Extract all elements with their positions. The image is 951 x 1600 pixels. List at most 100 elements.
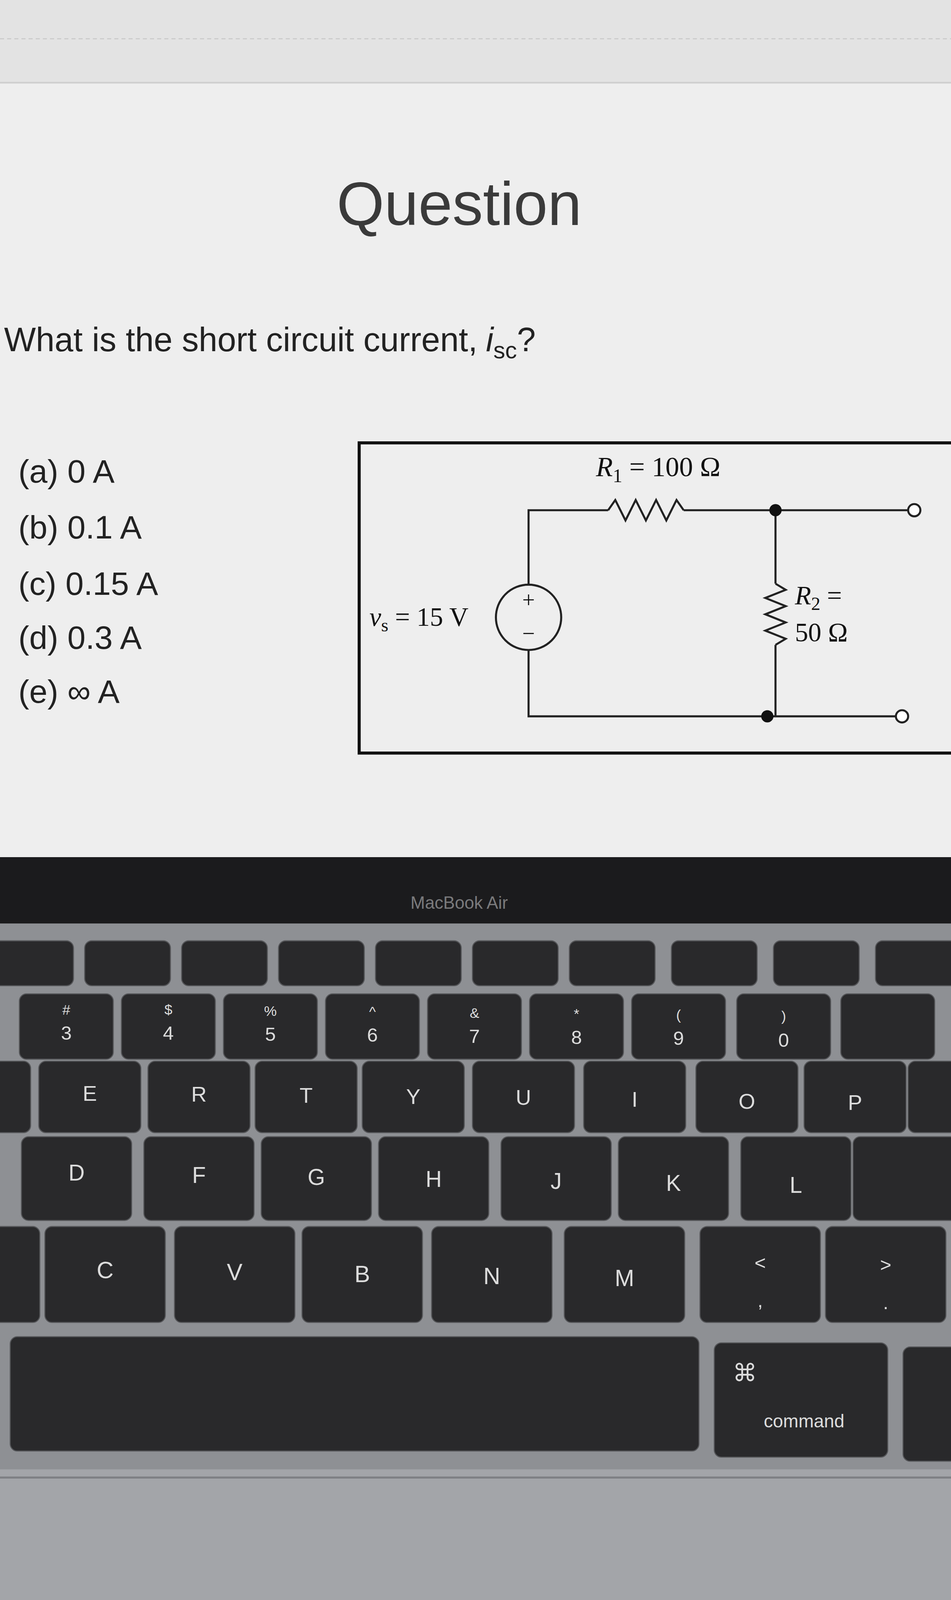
text-group: $ (164, 1002, 173, 1019)
text-group: What is the short circuit current,isc? (3, 321, 536, 359)
key-cap (0, 1226, 40, 1323)
resistor-symbol (608, 500, 684, 521)
key-cap (671, 941, 758, 986)
text-group: 7 (469, 1026, 480, 1048)
text-group: ) (781, 1008, 786, 1025)
text-group: U (515, 1086, 532, 1110)
text-group: F (192, 1162, 206, 1188)
text-group: 6 (367, 1025, 378, 1047)
key-cap (700, 1226, 821, 1323)
key-legend: P (847, 1090, 863, 1115)
key-legend: 9 (673, 1027, 684, 1050)
component-value: = (827, 581, 843, 611)
text-group: (e) ∞ A (18, 673, 120, 710)
component-value: 50 Ω (795, 617, 848, 647)
key-cap (740, 1137, 851, 1221)
text-group: command (763, 1411, 845, 1432)
key-cap (472, 1061, 575, 1133)
key-cap (362, 1061, 465, 1133)
key-cap (583, 1061, 686, 1133)
key-legend: < (754, 1252, 767, 1274)
text-group: (a) 0 A (18, 453, 115, 489)
key-legend: $ (164, 1001, 173, 1019)
text-group: K (666, 1171, 682, 1196)
key-cap (84, 941, 171, 986)
text-group: R2= (795, 581, 843, 611)
text-group: 9 (673, 1028, 684, 1050)
key-cap (529, 994, 624, 1060)
key-legend: * (573, 1006, 580, 1023)
key-legend: G (307, 1164, 326, 1190)
key-cap (840, 994, 935, 1060)
key-legend: & (469, 1004, 480, 1022)
key-cap (44, 1226, 166, 1323)
key-cap (0, 941, 74, 986)
key-legend: 0 (778, 1029, 790, 1052)
text-group: E (82, 1081, 97, 1106)
subscript: 2 (810, 593, 821, 615)
text-group: (d) 0.3 A (18, 619, 142, 656)
text-group: V (227, 1259, 243, 1286)
key-cap (143, 1137, 255, 1221)
text-group: 5 (265, 1024, 276, 1046)
text-group: C (96, 1257, 114, 1284)
question-mark: ? (516, 320, 536, 359)
key-cap (825, 1226, 946, 1323)
key-cap (174, 1226, 295, 1323)
key-cap (618, 1137, 729, 1221)
answer-option: (d) 0.3 A (18, 619, 142, 656)
text-group: Y (406, 1085, 421, 1109)
text-group: 3 (61, 1022, 72, 1045)
text-group: & (469, 1005, 480, 1022)
text-group: * (573, 1006, 580, 1023)
text-group: . (883, 1292, 889, 1314)
junction-dot (761, 710, 774, 723)
symbol: i (485, 320, 494, 359)
text-group: G (307, 1165, 326, 1190)
key-legend: Y (406, 1084, 421, 1109)
key-cap (852, 1137, 951, 1221)
junction-dot (769, 504, 782, 517)
strip-edge (0, 81, 951, 84)
key-cap (472, 941, 559, 986)
wire (528, 650, 898, 717)
key-cap (223, 994, 318, 1060)
key-legend: . (883, 1291, 889, 1314)
text-group: H (425, 1167, 442, 1192)
voltage-source-symbol (495, 584, 562, 651)
text-group: 0 (778, 1029, 790, 1052)
key-cap (427, 994, 522, 1060)
key-legend: ^ (369, 1003, 376, 1021)
key-cap (278, 941, 365, 986)
brand-label: MacBook Air (410, 893, 508, 913)
text-group: B (354, 1261, 370, 1288)
key-cap (38, 1061, 141, 1133)
key-cap (10, 1337, 699, 1452)
component-value: = 15 V (394, 602, 469, 632)
key-cap (21, 1137, 132, 1221)
text-group: # (62, 1002, 71, 1019)
text-group: + (522, 587, 536, 613)
key-legend: B (354, 1260, 370, 1288)
wire (528, 510, 609, 586)
key-legend: N (483, 1263, 501, 1290)
key-cap (325, 994, 420, 1060)
answer-option: (c) 0.15 A (18, 565, 158, 602)
key-cap (255, 1061, 358, 1133)
key-cap (261, 1137, 372, 1221)
question-text: What is the short circuit current, (3, 320, 478, 359)
text-group: 4 (163, 1022, 174, 1045)
slide-title: Question (336, 169, 582, 239)
key-legend: I (631, 1087, 638, 1112)
key-cap (902, 1347, 951, 1462)
key-cap (181, 941, 268, 986)
wire (774, 510, 777, 584)
key-cap (148, 1061, 251, 1133)
key-cap (695, 1061, 798, 1133)
text-group: (c) 0.15 A (18, 565, 158, 602)
trackpad-edge (0, 1476, 951, 1479)
key-legend: F (192, 1162, 206, 1188)
answer-option: (a) 0 A (18, 452, 115, 489)
key-cap (121, 994, 216, 1060)
text-group: M (614, 1265, 635, 1292)
